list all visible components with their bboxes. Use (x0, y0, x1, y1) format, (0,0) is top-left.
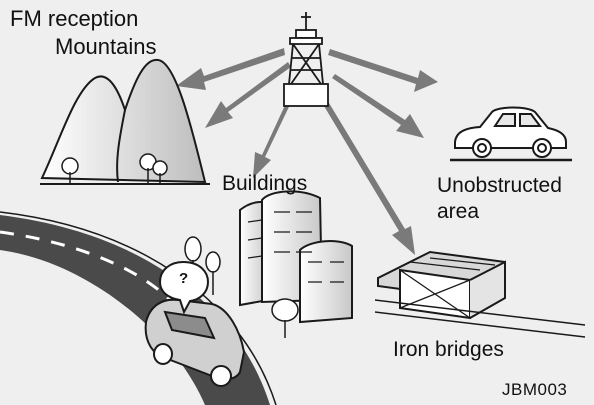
label-unobstructed-line1: Unobstructed (437, 174, 562, 198)
tower (284, 12, 328, 106)
label-buildings: Buildings (222, 172, 307, 196)
car-unobstructed (450, 108, 572, 161)
diagram-title: FM reception (10, 6, 138, 32)
label-iron-bridges: Iron bridges (393, 338, 504, 362)
arrow-to-unobstructed (332, 74, 424, 138)
label-mountains: Mountains (55, 34, 157, 60)
arrow-to-mountains-left (176, 48, 285, 90)
car-on-road (146, 262, 244, 386)
label-unobstructed-line2: area (437, 200, 479, 224)
iron-bridge (375, 252, 585, 337)
mountains (40, 60, 210, 184)
figure-code: JBM003 (502, 380, 567, 400)
question-mark: ? (179, 270, 188, 287)
